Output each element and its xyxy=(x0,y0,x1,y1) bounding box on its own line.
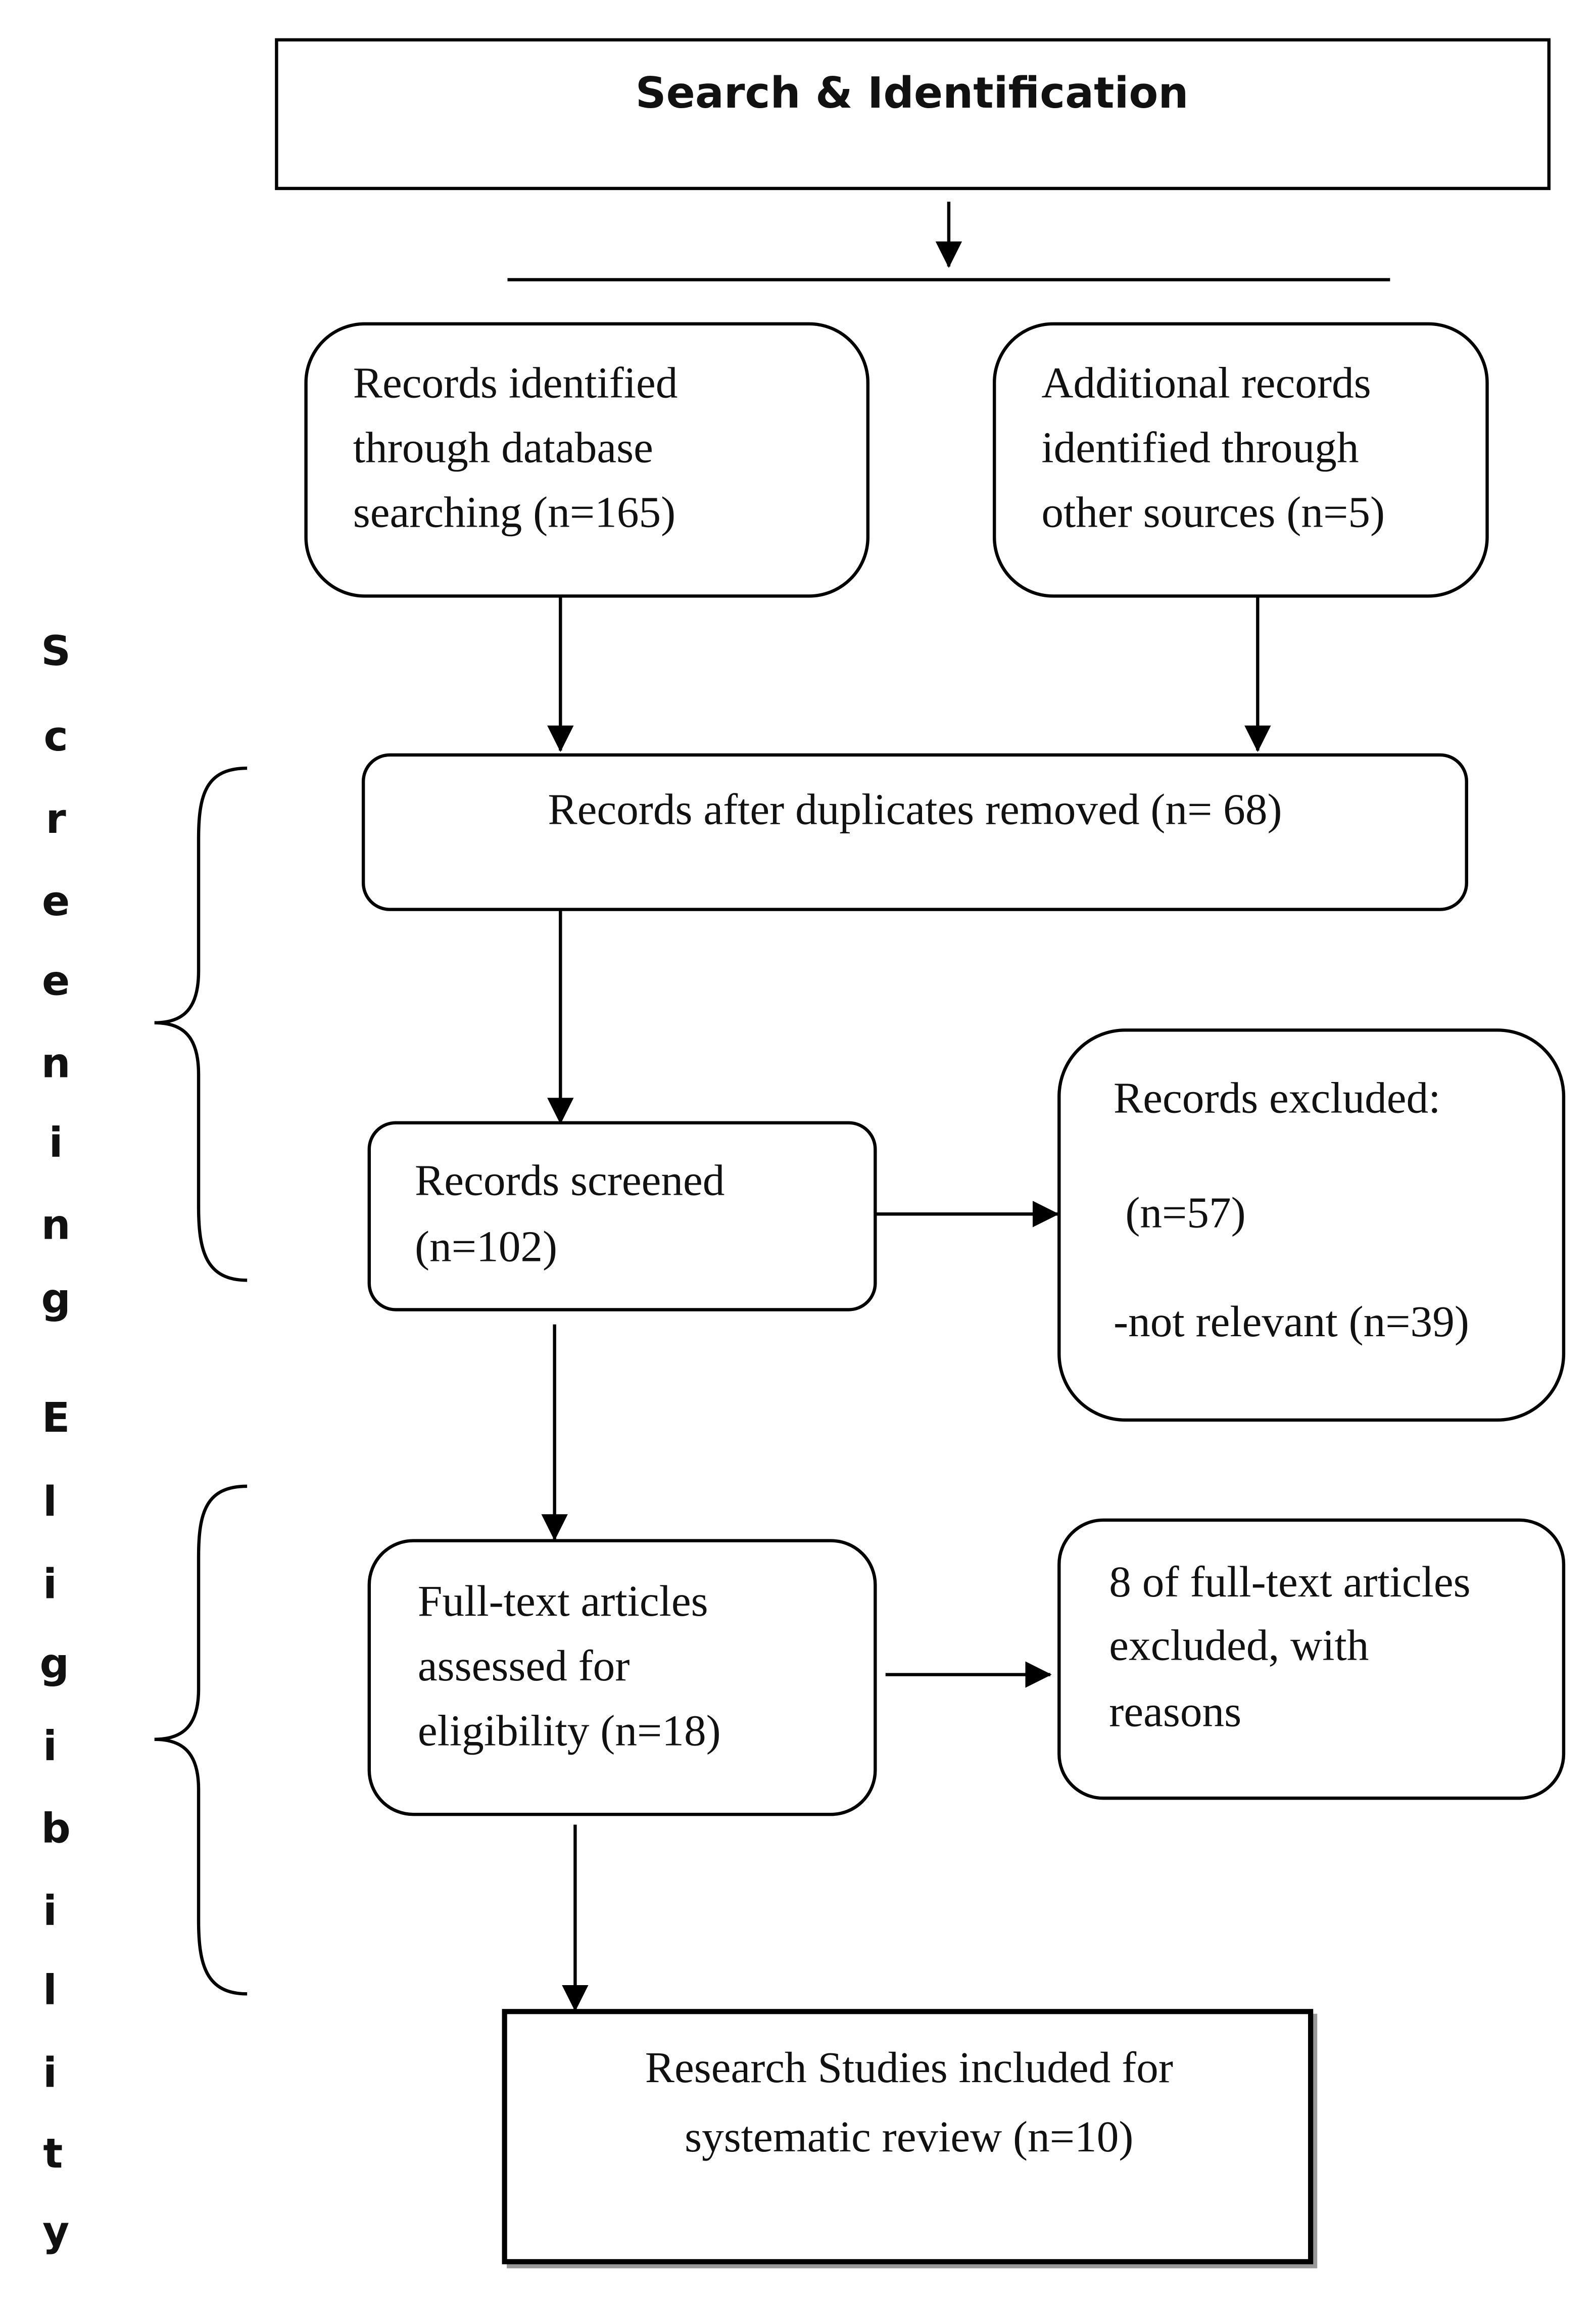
other-sources-box: Additional records identified through ot… xyxy=(992,322,1489,598)
box-text: through database xyxy=(353,422,653,472)
side-letter: l xyxy=(43,1478,57,1526)
box-text: Records screened xyxy=(415,1155,724,1204)
duplicates-removed-box: Records after duplicates removed (n= 68) xyxy=(361,753,1468,911)
side-letter: r xyxy=(46,795,66,843)
box-text: -not relevant (n=39) xyxy=(1114,1297,1469,1346)
screening-brace xyxy=(154,766,248,1282)
box-text: reasons xyxy=(1109,1686,1241,1735)
box-text: systematic review (n=10) xyxy=(685,2112,1133,2161)
full-text-assessed-box: Full-text articles assessed for eligibil… xyxy=(367,1539,877,1816)
side-letter: t xyxy=(43,2130,63,2178)
side-letter: i xyxy=(43,2049,57,2097)
side-letter: i xyxy=(43,1887,57,1935)
box-text: 8 of full-text articles xyxy=(1109,1557,1470,1606)
eligibility-brace xyxy=(154,1484,248,1996)
box-text: Records excluded: xyxy=(1114,1073,1440,1122)
side-letter: e xyxy=(42,877,70,925)
side-letter: g xyxy=(40,1639,69,1687)
box-text: other sources (n=5) xyxy=(1041,488,1385,537)
box-text: Full-text articles xyxy=(418,1576,708,1625)
box-text: Research Studies included for xyxy=(645,2043,1173,2092)
search-identification-box: Search & Identification xyxy=(275,38,1551,191)
database-records-box: Records identified through database sear… xyxy=(304,322,869,598)
side-letter: n xyxy=(41,1039,71,1087)
studies-included-box: Research Studies included for systematic… xyxy=(502,2009,1318,2269)
side-letter: e xyxy=(42,957,70,1005)
side-letter: n xyxy=(41,1201,71,1249)
side-letter: i xyxy=(43,1722,57,1770)
side-letter: E xyxy=(42,1394,70,1442)
box-text: (n=57) xyxy=(1125,1188,1245,1237)
side-letter: S xyxy=(41,627,71,675)
box-text: searching (n=165) xyxy=(353,488,676,537)
box-text: eligibility (n=18) xyxy=(418,1706,721,1755)
side-letter: l xyxy=(43,1966,57,2014)
box-text: identified through xyxy=(1041,422,1359,472)
side-letter: c xyxy=(43,713,68,761)
eligibility-label: E l i g i b i l i t y xyxy=(40,1394,71,2255)
box-text: (n=102) xyxy=(415,1221,557,1271)
header-title: Search & Identification xyxy=(636,68,1189,118)
side-letter: i xyxy=(43,1560,57,1608)
screening-label: S c r e e n i n g xyxy=(41,627,71,1323)
side-letter: b xyxy=(41,1804,70,1852)
box-text: Records after duplicates removed (n= 68) xyxy=(548,785,1282,834)
full-text-excluded-box: 8 of full-text articles excluded, with r… xyxy=(1057,1518,1566,1800)
side-letter: g xyxy=(41,1275,70,1323)
box-text: assessed for xyxy=(418,1641,630,1690)
records-screened-box: Records screened (n=102) xyxy=(367,1121,877,1311)
records-excluded-box: Records excluded: (n=57) -not relevant (… xyxy=(1057,1028,1566,1422)
box-text: Additional records xyxy=(1041,358,1371,407)
box-text: excluded, with xyxy=(1109,1620,1369,1669)
side-letter: y xyxy=(42,2207,69,2255)
side-letter: i xyxy=(49,1119,63,1167)
box-text: Records identified xyxy=(353,358,678,407)
